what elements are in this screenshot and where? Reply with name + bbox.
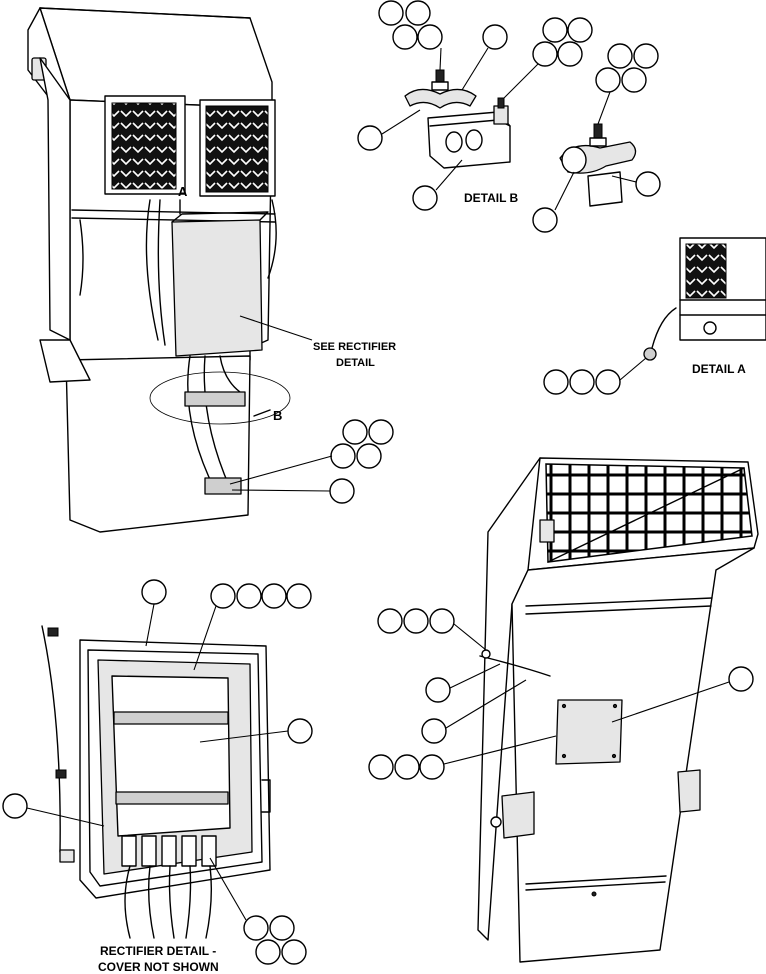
rectifier-detail: RECTIFIER DETAIL - COVER NOT SHOWN [2, 579, 313, 974]
callout-bubbles-main [229, 419, 394, 504]
main-assembly: A B SEE RECTIFIER DETAIL [27, 7, 396, 533]
rear-assembly [368, 457, 759, 963]
detail-b: DETAIL B [357, 0, 593, 211]
rectifier-detail-line1: RECTIFIER DETAIL - [100, 944, 216, 958]
detail-b-clamp-right [532, 43, 661, 233]
rectifier-detail-line2: COVER NOT SHOWN [98, 960, 219, 974]
detail-a-label: DETAIL A [692, 362, 746, 376]
see-rectifier-line1: SEE RECTIFIER [313, 341, 396, 353]
see-rectifier-line2: DETAIL [336, 357, 375, 369]
arrow-b-label: B [273, 408, 282, 423]
rectifier-terminals [121, 835, 217, 867]
arrow-a-label: A [178, 184, 188, 199]
detail-a: DETAIL A [543, 237, 766, 395]
detail-b-label: DETAIL B [464, 191, 519, 205]
